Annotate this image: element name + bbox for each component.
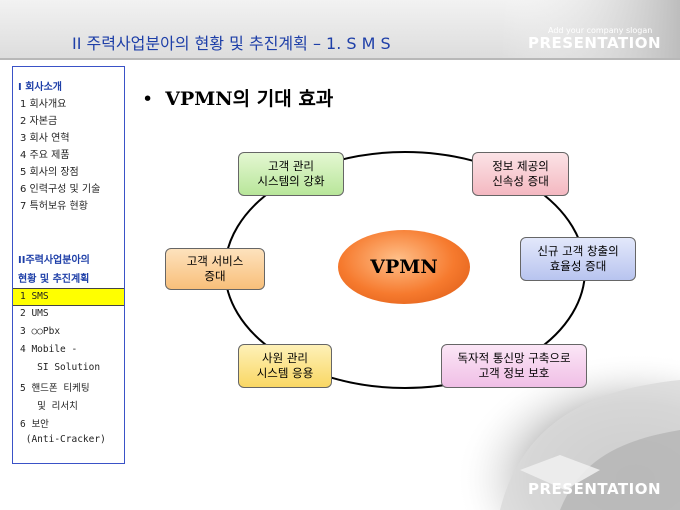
sidebar-item-security[interactable]: 6 보안 [20,419,49,430]
header-divider [0,58,680,60]
page-title: II 주력사업분아의 현황 및 추진계획 – 1. S M S [72,34,391,53]
sidebar-item-history[interactable]: 3 회사 연혁 [20,133,70,144]
header-decoration [500,0,680,60]
brand-logo-top: PRESENTATION [528,34,662,52]
sidebar-item-pbx[interactable]: 3 ○○Pbx [20,326,61,337]
sidebar-item-staff[interactable]: 6 인력구성 및 기술 [20,184,101,195]
sidebar-item-sms-active[interactable]: 1 SMS [13,288,124,306]
sidebar-item-ums[interactable]: 2 UMS [20,308,49,319]
sidebar-section-company[interactable]: I 회사소개 [18,82,63,93]
sidebar-item-security-sub[interactable]: (Anti-Cracker) [20,434,106,445]
node-text: 증대 [204,269,226,283]
node-text: 정보 제공의 [492,159,549,173]
center-node-vpmn: VPMN [338,230,470,304]
node-text: 시스템 응용 [256,366,314,380]
slide-heading: • VPMN의 기대 효과 [142,84,333,111]
node-text: 신규 고객 창출의 [537,244,619,258]
brand-logo-bottom: PRESENTATION [528,480,662,498]
sidebar-item-mobile-sub[interactable]: SI Solution [20,362,101,373]
node-text: 신속성 증대 [492,174,549,188]
node-text: 효율성 증대 [549,259,607,273]
node-text: 사원 관리 [262,351,308,365]
sidebar-item-mobile[interactable]: 4 Mobile - [20,344,78,355]
node-text: 고객 관리 [268,159,314,173]
sidebar-item-ticketing-sub[interactable]: 및 리서치 [20,401,78,412]
header-bar [0,0,680,60]
company-slogan: Add your company slogan [548,26,653,35]
node-text: 고객 정보 보호 [478,366,550,380]
sidebar-item-sms-label: 1 SMS [20,291,49,302]
center-node-label: VPMN [370,256,438,278]
sidebar-section-business-1[interactable]: II주력사업분아의 [18,255,90,266]
node-text: 시스템의 강화 [257,174,325,188]
sidebar-item-patents[interactable]: 7 특허보유 현황 [20,201,88,212]
slide-heading-text: VPMN의 기대 효과 [165,88,334,110]
bullet-mark: • [142,88,154,110]
sidebar-item-capital[interactable]: 2 자본금 [20,116,58,127]
node-text: 독자적 통신망 구축으로 [457,351,571,365]
sidebar-item-overview[interactable]: 1 회사개요 [20,99,67,110]
sidebar-nav: I 회사소개 1 회사개요 2 자본금 3 회사 연혁 4 주요 제품 5 회사… [12,66,125,464]
sidebar-item-products[interactable]: 4 주요 제품 [20,150,70,161]
sidebar-section-business-2[interactable]: 현황 및 추진계획 [18,274,90,285]
node-text: 고객 서비스 [186,254,244,268]
sidebar-item-ticketing[interactable]: 5 핸드폰 티케팅 [20,383,90,394]
sidebar-item-strengths[interactable]: 5 회사의 장점 [20,167,79,178]
